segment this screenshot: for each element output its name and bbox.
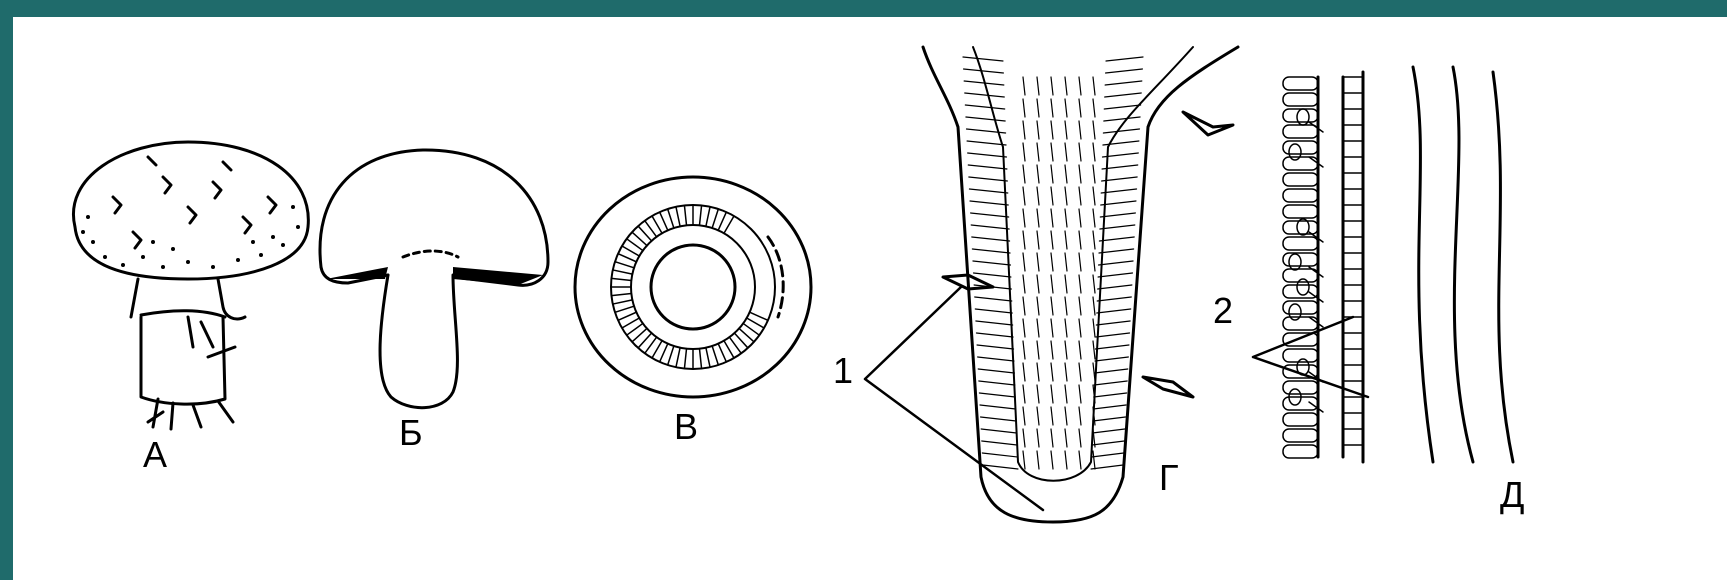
label-a: А [143, 437, 167, 473]
label-g: Г [1159, 460, 1179, 496]
mushroom-whole-drawing [73, 142, 308, 429]
pointer-lines-2 [1253, 317, 1368, 397]
figure-panel: А Б В Г Д 1 2 [13, 17, 1727, 580]
hymenium-cell-texture [963, 57, 1143, 469]
mushroom-structure-drawing [13, 17, 1727, 580]
label-2: 2 [1213, 293, 1233, 329]
pointer-lines-1 [865, 287, 1043, 510]
label-d: Д [1500, 477, 1524, 513]
label-v: В [674, 409, 698, 445]
label-1: 1 [833, 353, 853, 389]
cap-scales-texture [81, 205, 300, 269]
basidia-detail-drawing [1318, 67, 1513, 462]
basidia-cells [1283, 77, 1363, 458]
label-b: Б [399, 415, 423, 451]
